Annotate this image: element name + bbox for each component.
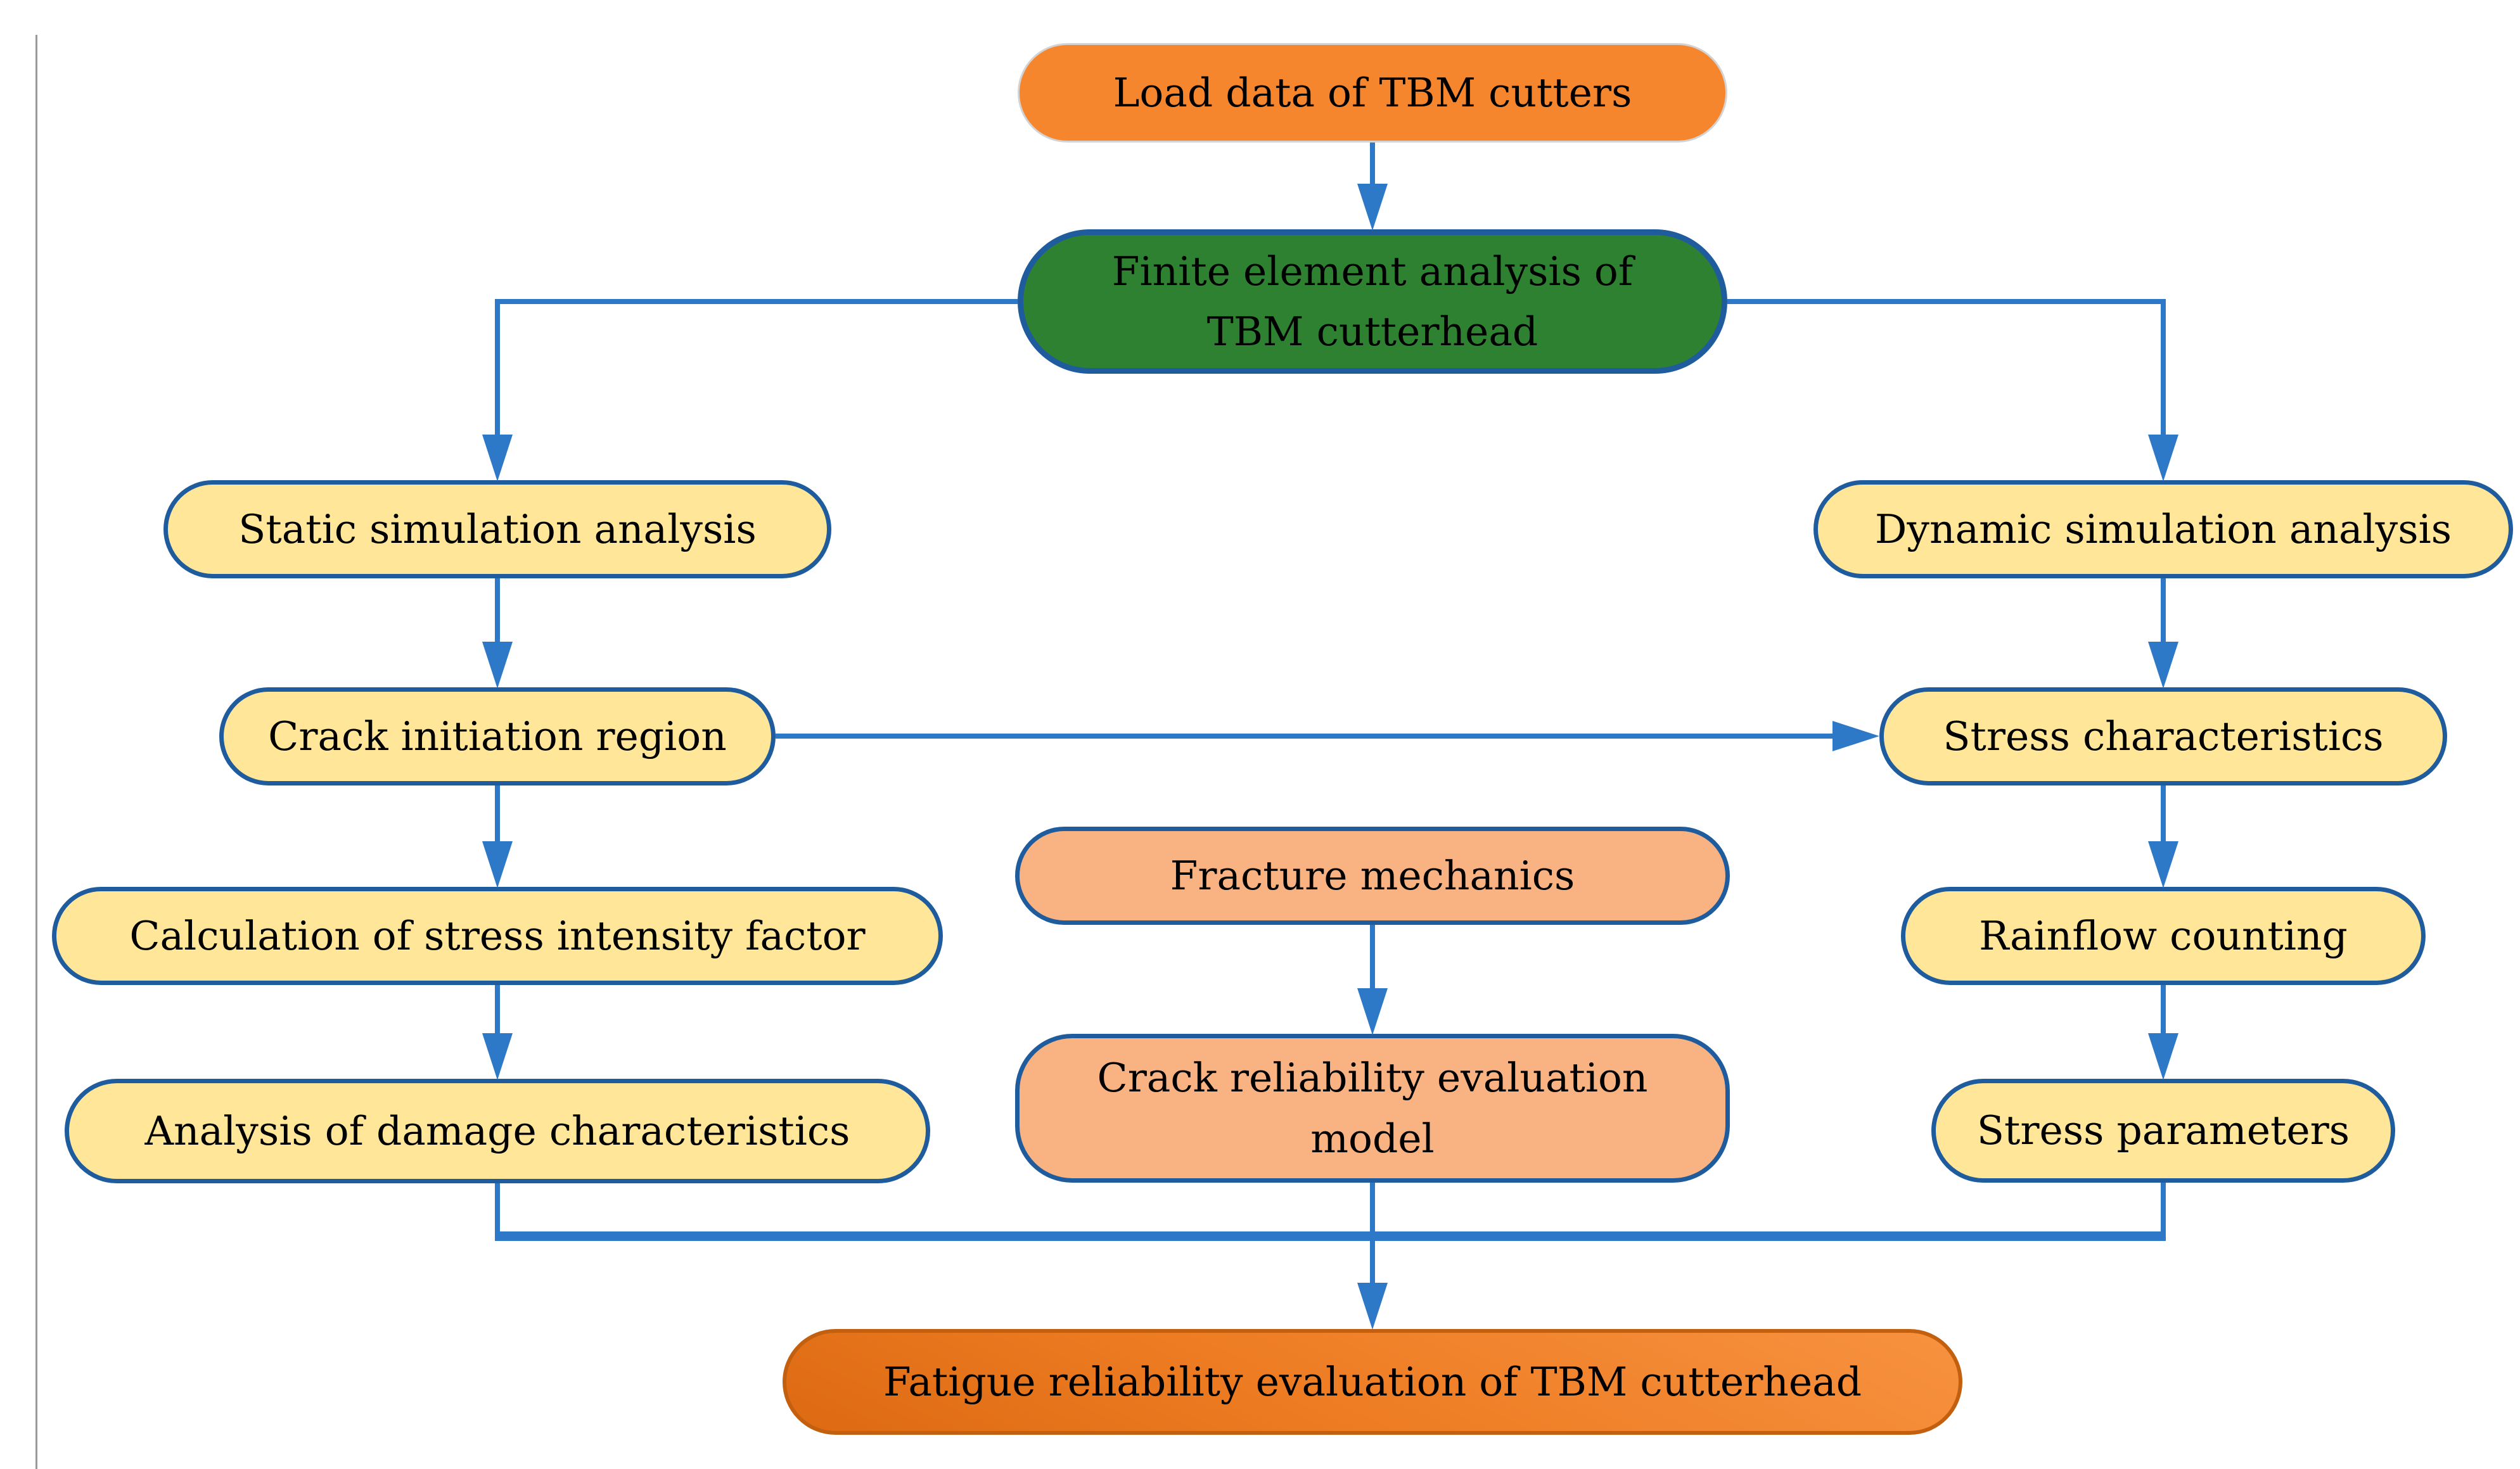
node-stress-parameters-label: Stress parameters [1976, 1107, 2350, 1154]
arrowhead-join-to-fatigue [1357, 1283, 1388, 1330]
arrowhead-fracture-to-crackmodel [1357, 988, 1388, 1035]
node-load-data-label: Load data of TBM cutters [1113, 69, 1632, 116]
page-margin-line [35, 35, 37, 1469]
node-fatigue-label: Fatigue reliability evaluation of TBM cu… [883, 1358, 1862, 1405]
arrowhead-dynamic-to-stresschar [2148, 642, 2178, 689]
connector-fea-to-static-vertical [495, 299, 500, 438]
connector-load-to-fea [1370, 143, 1375, 187]
connector-crackinit-to-stresschar [776, 734, 1838, 739]
node-fatigue-reliability-evaluation: Fatigue reliability evaluation of TBM cu… [783, 1329, 1962, 1435]
node-stress-characteristics: Stress characteristics [1879, 687, 2447, 785]
node-static-simulation: Static simulation analysis [163, 480, 831, 578]
connector-fea-to-dynamic-horizontal [1727, 299, 2166, 304]
node-static-simulation-label: Static simulation analysis [238, 506, 757, 552]
connector-crackmodel-to-fatigue [1370, 1183, 1375, 1285]
connector-dynamic-to-stresschar [2161, 578, 2166, 645]
connector-stresschar-to-rainflow [2161, 785, 2166, 846]
node-fracture-mechanics: Fracture mechanics [1015, 827, 1730, 925]
connector-static-to-crackinit [495, 578, 500, 645]
node-rainflow-counting-label: Rainflow counting [1979, 912, 2348, 959]
arrowhead-static-to-crackinit [482, 642, 513, 689]
node-calculation-stress-intensity-factor: Calculation of stress intensity factor [52, 887, 943, 985]
connector-fea-to-dynamic-vertical [2161, 299, 2166, 438]
node-crack-model-label-line2: model [1310, 1115, 1435, 1162]
node-rainflow-counting: Rainflow counting [1901, 887, 2426, 985]
connector-crackinit-to-calcsif [495, 785, 500, 846]
node-crack-initiation-label: Crack initiation region [268, 713, 727, 760]
node-load-data: Load data of TBM cutters [1018, 43, 1727, 143]
arrowhead-calcsif-to-damage [482, 1033, 513, 1080]
arrowhead-fea-to-dynamic [2148, 435, 2178, 481]
node-dynamic-simulation: Dynamic simulation analysis [1813, 480, 2513, 578]
node-stress-characteristics-label: Stress characteristics [1943, 713, 2384, 760]
node-dynamic-simulation-label: Dynamic simulation analysis [1874, 506, 2452, 552]
arrowhead-crackinit-to-calcsif [482, 841, 513, 888]
arrowhead-fea-to-static [482, 435, 513, 481]
connector-stressparams-to-join [2161, 1183, 2166, 1240]
node-stress-parameters: Stress parameters [1931, 1079, 2395, 1183]
node-finite-element-analysis: Finite element analysis of TBM cutterhea… [1018, 229, 1727, 374]
node-calc-sif-label: Calculation of stress intensity factor [129, 912, 866, 959]
connector-calcsif-to-damage [495, 985, 500, 1037]
connector-fracture-to-crackmodel [1370, 925, 1375, 991]
connector-rainflow-to-stressparams [2161, 985, 2166, 1037]
node-fracture-mechanics-label: Fracture mechanics [1170, 852, 1575, 899]
arrowhead-stresschar-to-rainflow [2148, 841, 2178, 888]
arrowhead-crackinit-to-stresschar [1832, 721, 1879, 751]
connector-damage-to-join [495, 1183, 500, 1240]
node-crack-model-label-line1: Crack reliability evaluation [1097, 1055, 1648, 1102]
connector-join-horizontal [495, 1231, 2166, 1241]
node-fea-label-line2: TBM cutterhead [1206, 308, 1538, 355]
node-crack-initiation-region: Crack initiation region [219, 687, 776, 785]
node-analysis-damage-characteristics: Analysis of damage characteristics [65, 1079, 930, 1183]
arrowhead-load-to-fea [1357, 184, 1388, 231]
node-damage-label: Analysis of damage characteristics [144, 1107, 850, 1154]
connector-fea-to-static-horizontal [495, 299, 1018, 304]
node-fea-label-line1: Finite element analysis of [1111, 248, 1634, 295]
arrowhead-rainflow-to-stressparams [2148, 1033, 2178, 1080]
node-crack-reliability-model: Crack reliability evaluation model [1015, 1034, 1730, 1183]
